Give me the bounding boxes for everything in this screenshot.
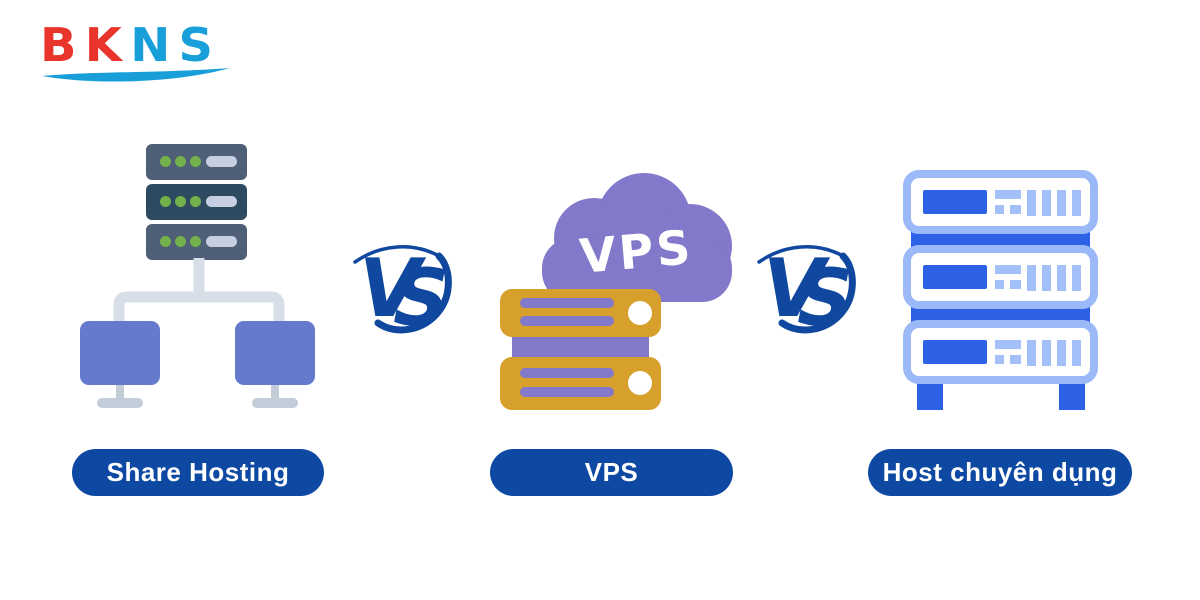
client-monitor-icon (235, 321, 315, 385)
cloud-vps-label: VPS (577, 220, 695, 285)
vps-server-unit-icon (500, 357, 661, 410)
client-monitor-icon (80, 321, 160, 385)
vs-letter-s: S (393, 254, 449, 335)
led-dot-icon (160, 236, 171, 247)
server-vent (995, 340, 1021, 349)
network-branch-connector (113, 258, 285, 324)
server-stripe (520, 368, 614, 378)
server-slot (1027, 265, 1036, 291)
logo-text-ns: NS (130, 18, 222, 72)
server-stripe (520, 387, 614, 397)
share-hosting-label-pill: Share Hosting (72, 449, 324, 496)
led-dot-icon (160, 196, 171, 207)
logo-swoosh-icon (42, 68, 230, 82)
server-rack-unit (146, 144, 247, 180)
server-vent (995, 205, 1004, 214)
logo-text-bk: BK (40, 18, 131, 72)
monitor-stand (116, 385, 124, 399)
monitor-stand (271, 385, 279, 399)
vps-cloud-icon: VPS (542, 173, 732, 302)
dedicated-host-label-pill: Host chuyên dụng (868, 449, 1132, 496)
server-slot (1057, 340, 1066, 366)
dedicated-server-unit (903, 245, 1098, 309)
server-slot (1027, 340, 1036, 366)
monitor-stand-base (97, 398, 143, 408)
vps-server-unit-icon (500, 289, 661, 337)
server-button (628, 301, 652, 325)
server-rack-unit (146, 184, 247, 220)
server-panel (923, 190, 987, 214)
server-vent (1010, 355, 1021, 364)
server-vent (995, 355, 1004, 364)
vs-letter-s: S (797, 254, 853, 335)
drive-slot (206, 156, 237, 167)
bkns-logo: BKNS (40, 22, 221, 68)
vs-mark-icon: V S (353, 242, 452, 335)
led-dot-icon (175, 236, 186, 247)
server-slot (1057, 190, 1066, 216)
server-vent (1010, 280, 1021, 289)
dedicated-server-unit (903, 320, 1098, 384)
drive-slot (206, 196, 237, 207)
server-slot (1042, 265, 1051, 291)
server-slot (1042, 190, 1051, 216)
led-dot-icon (190, 236, 201, 247)
rack-leg (1059, 380, 1085, 410)
vs-letter-v: V (763, 242, 831, 335)
led-dot-icon (190, 196, 201, 207)
led-dot-icon (175, 196, 186, 207)
server-vent (995, 280, 1004, 289)
rack-leg (917, 380, 943, 410)
server-slot (1072, 265, 1081, 291)
drive-slot (206, 236, 237, 247)
server-vent (1010, 205, 1021, 214)
server-vent (995, 190, 1021, 199)
vps-label-pill: VPS (490, 449, 733, 496)
server-slot (1072, 340, 1081, 366)
server-panel (923, 265, 987, 289)
led-dot-icon (175, 156, 186, 167)
server-vent (995, 265, 1021, 274)
server-slot (1057, 265, 1066, 291)
server-slot (1072, 190, 1081, 216)
server-panel (923, 340, 987, 364)
vs-letter-v: V (359, 242, 427, 335)
server-slot (1042, 340, 1051, 366)
server-rack-unit (146, 224, 247, 260)
vs-mark-icon: V S (757, 242, 856, 335)
server-stripe (520, 298, 614, 308)
dedicated-server-unit (903, 170, 1098, 234)
monitor-stand-base (252, 398, 298, 408)
led-dot-icon (160, 156, 171, 167)
server-button (628, 371, 652, 395)
server-stripe (520, 316, 614, 326)
server-slot (1027, 190, 1036, 216)
led-dot-icon (190, 156, 201, 167)
